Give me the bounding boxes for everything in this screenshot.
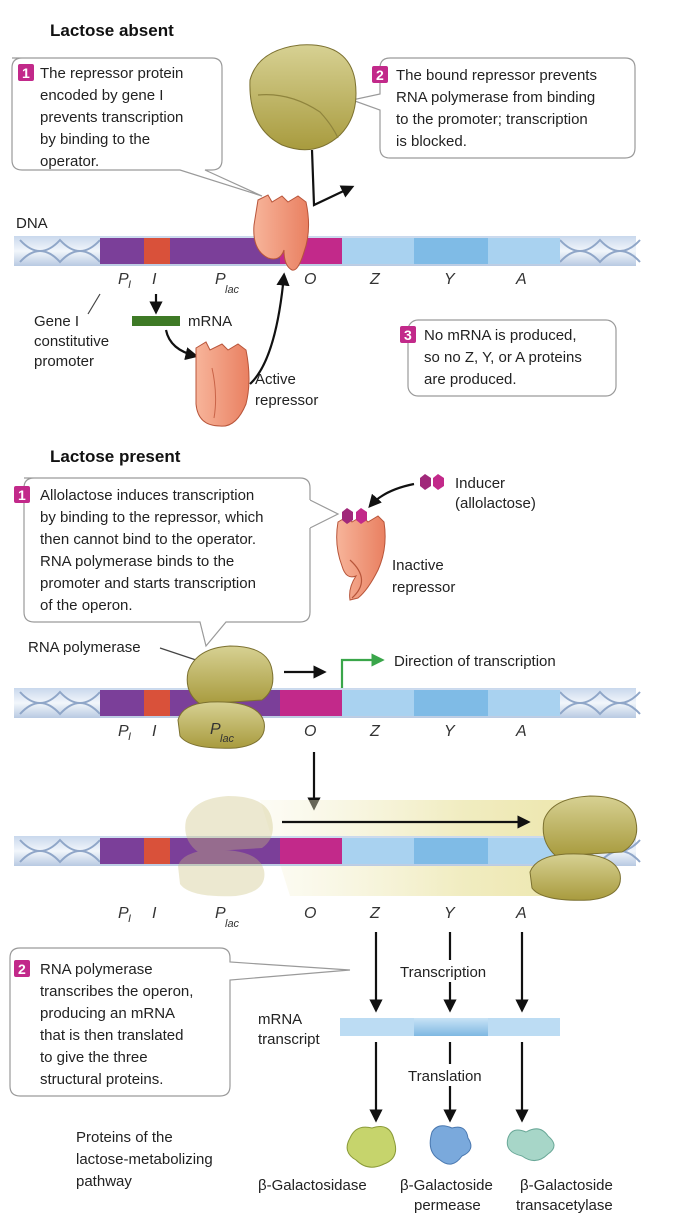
blocked-arrow xyxy=(310,149,355,207)
gene-y-region xyxy=(414,238,488,264)
mrna-label: mRNA xyxy=(188,313,232,330)
repressor-bound xyxy=(253,194,310,271)
step-badge xyxy=(18,64,34,81)
svg-text:I: I xyxy=(152,723,157,740)
svg-text:I: I xyxy=(128,731,131,743)
svg-text:Allolactose induces transcript: Allolactose induces transcription by bin… xyxy=(40,487,268,614)
callout-absent-1: 1 The repressor protein encoded by gene … xyxy=(11,57,263,197)
svg-text:I: I xyxy=(128,913,131,925)
dna-strand-transcribing xyxy=(14,800,641,896)
callout-absent-2-text: The bound repressor prevents RNA polymer… xyxy=(396,67,601,150)
active-repressor-label: Active repressor xyxy=(255,371,318,409)
svg-text:1: 1 xyxy=(18,487,26,503)
svg-text:P: P xyxy=(118,271,129,288)
gene-labels-present: P I I P lac O Z Y A xyxy=(118,721,527,745)
svg-text:O: O xyxy=(304,723,316,740)
svg-text:P: P xyxy=(210,721,221,738)
gene-i-region xyxy=(144,238,170,264)
svg-text:A: A xyxy=(515,271,527,288)
rna-polymerase-ghost xyxy=(178,796,273,897)
svg-text:lac: lac xyxy=(220,733,235,745)
callout-absent-3: 3 No mRNA is produced, so no Z, Y, or A … xyxy=(400,319,617,397)
rna-polymerase-end xyxy=(529,795,638,901)
mrna-bar xyxy=(132,316,180,326)
svg-text:No mRNA is produced, so: No mRNA is produced, so no Z, Y, or A pr… xyxy=(424,327,586,388)
svg-text:Y: Y xyxy=(444,723,456,740)
protein-z-label: β-Galactosidase xyxy=(258,1177,367,1194)
gene-i-promoter-label: Gene I constitutive promoter xyxy=(34,313,113,370)
transcription-label: Transcription xyxy=(400,964,486,981)
svg-text:P: P xyxy=(215,271,226,288)
svg-text:Z: Z xyxy=(369,905,381,922)
dna-strand-present xyxy=(14,688,641,718)
inducer-label: Inducer (allolactose) xyxy=(455,475,536,512)
svg-text:P: P xyxy=(118,723,129,740)
protein-y-label: β-Galactoside permease xyxy=(400,1177,497,1214)
inactive-repressor xyxy=(336,508,386,601)
pathway-label: Proteins of the lactose-metabolizing pat… xyxy=(76,1129,217,1190)
svg-text:lac: lac xyxy=(225,284,240,296)
direction-label: Direction of transcription xyxy=(394,653,556,670)
svg-text:A: A xyxy=(515,905,527,922)
svg-text:A: A xyxy=(515,723,527,740)
heading-lactose-absent: Lactose absent xyxy=(50,21,174,40)
callout-present-1: 1 Allolactose induces transcription by b… xyxy=(14,477,340,648)
rna-polymerase-label: RNA polymerase xyxy=(28,639,141,656)
protein-z-shape xyxy=(346,1126,397,1168)
protein-y-shape xyxy=(429,1125,472,1165)
svg-text:lac: lac xyxy=(225,918,240,930)
protein-a-label: β-Galactoside transacetylase xyxy=(516,1177,617,1214)
svg-text:Y: Y xyxy=(444,905,456,922)
svg-text:Y: Y xyxy=(444,271,456,288)
svg-text:Z: Z xyxy=(369,271,381,288)
protein-a-shape xyxy=(506,1128,555,1161)
callout-absent-2: 2 The bound repressor prevents RNA polym… xyxy=(349,57,636,159)
dna-strand-absent xyxy=(14,236,641,266)
rna-polymerase-bound xyxy=(177,645,274,749)
translation-label: Translation xyxy=(408,1068,482,1085)
svg-text:RNA polymerase transcrib: RNA polymerase transcribes the operon, p… xyxy=(40,961,198,1088)
callout-absent-1-text: The repressor protein encoded by gene I … xyxy=(40,65,188,170)
gene-z-region xyxy=(342,238,414,264)
svg-text:I: I xyxy=(152,905,157,922)
svg-text:O: O xyxy=(304,271,316,288)
heading-lactose-present: Lactose present xyxy=(50,447,181,466)
svg-text:1: 1 xyxy=(22,65,30,81)
gene-labels-bottom: P I I P lac O Z Y A xyxy=(118,905,527,930)
svg-text:2: 2 xyxy=(376,67,384,83)
svg-text:I: I xyxy=(152,271,157,288)
svg-text:Z: Z xyxy=(369,723,381,740)
svg-text:O: O xyxy=(304,905,316,922)
svg-text:2: 2 xyxy=(18,961,26,977)
gene-labels-absent: P I I P lac O Z Y A xyxy=(118,271,527,296)
gene-p-region xyxy=(100,238,144,264)
svg-text:P: P xyxy=(215,905,226,922)
dna-label: DNA xyxy=(16,215,48,232)
mrna-transcript-bar xyxy=(340,1018,560,1036)
inactive-repressor-label: Inactive repressor xyxy=(392,557,455,596)
inducer-molecule xyxy=(420,474,444,490)
mrna-transcript-label: mRNA transcript xyxy=(258,1011,321,1048)
active-repressor xyxy=(195,341,250,427)
gene-a-region xyxy=(488,238,560,264)
svg-text:P: P xyxy=(118,905,129,922)
svg-text:3: 3 xyxy=(404,327,412,343)
rna-polymerase-free xyxy=(249,44,357,151)
svg-text:I: I xyxy=(128,279,131,291)
callout-present-2: 2 RNA polymerase transcribes the operon,… xyxy=(9,947,351,1097)
